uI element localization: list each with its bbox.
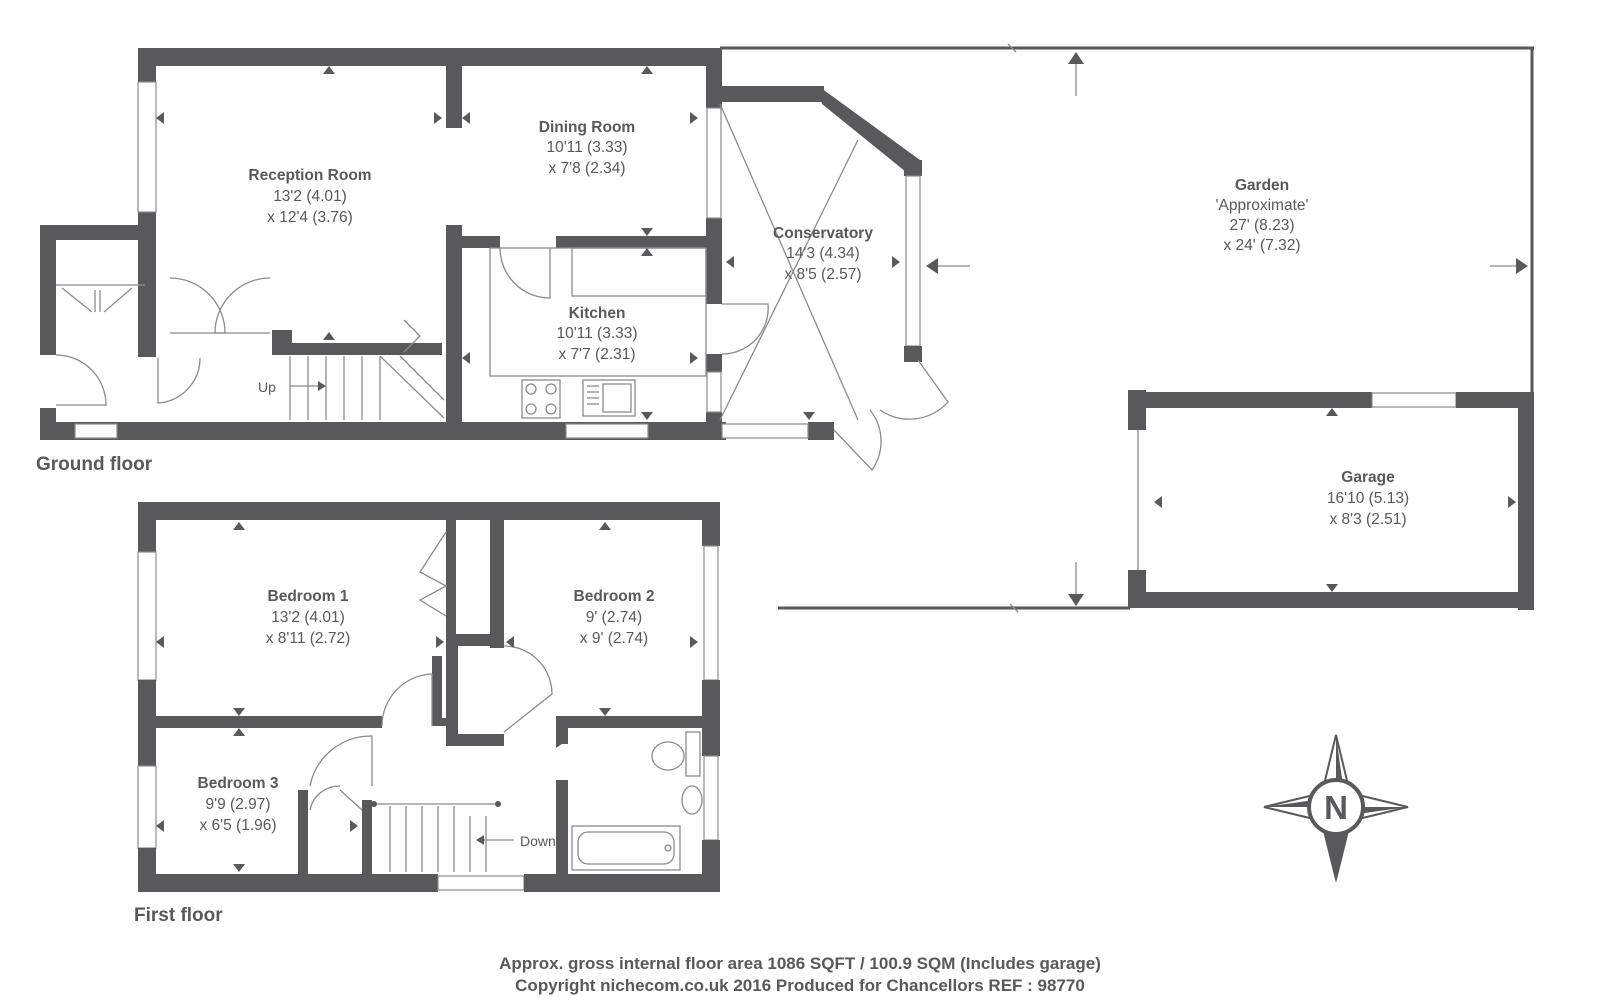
footer-copyright-line: Copyright nichecom.co.uk 2016 Produced f… bbox=[515, 976, 1085, 995]
conservatory-structure bbox=[719, 86, 949, 472]
reception-room-dim2: x 12'4 (3.76) bbox=[267, 209, 353, 226]
bedroom3-dim1: 9'9 (2.97) bbox=[206, 796, 271, 813]
garden-garage-plan bbox=[720, 43, 1534, 613]
reception-room-dim1: 13'2 (4.01) bbox=[273, 188, 347, 205]
kitchen-dim2: x 7'7 (2.31) bbox=[558, 346, 635, 363]
kitchen-name: Kitchen bbox=[569, 305, 626, 322]
conservatory-dim1: 14'3 (4.34) bbox=[786, 245, 860, 262]
garage-dim2: x 8'3 (2.51) bbox=[1329, 511, 1406, 528]
bedroom1-name: Bedroom 1 bbox=[268, 588, 349, 605]
garage-name: Garage bbox=[1341, 469, 1395, 486]
garden-note: 'Approximate' bbox=[1216, 197, 1309, 214]
bedroom2-dim2: x 9' (2.74) bbox=[580, 630, 648, 647]
bedroom1-dim1: 13'2 (4.01) bbox=[271, 609, 345, 626]
bedroom3-dim2: x 6'5 (1.96) bbox=[199, 817, 276, 834]
kitchen-dim1: 10'11 (3.33) bbox=[556, 325, 637, 342]
conservatory-name: Conservatory bbox=[773, 225, 873, 242]
stairs-down-label: Down bbox=[520, 833, 556, 849]
dining-room-dim1: 10'11 (3.33) bbox=[546, 139, 627, 156]
first-floor-plan bbox=[137, 502, 720, 892]
footer-area-line: Approx. gross internal floor area 1086 S… bbox=[499, 954, 1101, 973]
dining-room-name: Dining Room bbox=[539, 119, 635, 136]
reception-room-name: Reception Room bbox=[248, 167, 371, 184]
garden-dim1: 27' (8.23) bbox=[1230, 217, 1295, 234]
compass-letter: N bbox=[1324, 789, 1348, 826]
garden-dim2: x 24' (7.32) bbox=[1223, 237, 1300, 254]
ground-floor-plan bbox=[40, 48, 949, 472]
conservatory-dim2: x 8'5 (2.57) bbox=[784, 266, 861, 283]
bedroom2-name: Bedroom 2 bbox=[574, 588, 655, 605]
compass-rose-icon: N bbox=[1263, 734, 1409, 883]
ground-floor-label: Ground floor bbox=[36, 454, 153, 475]
garden-name: Garden bbox=[1235, 177, 1289, 194]
stairs-up-label: Up bbox=[258, 379, 276, 395]
ground-stairs bbox=[289, 319, 445, 420]
bedroom2-dim1: 9' (2.74) bbox=[586, 609, 642, 626]
dining-room-dim2: x 7'8 (2.34) bbox=[548, 160, 625, 177]
bedroom1-dim2: x 8'11 (2.72) bbox=[266, 630, 351, 647]
garage-dim1: 16'10 (5.13) bbox=[1327, 490, 1409, 507]
first-stairs bbox=[371, 801, 514, 872]
first-floor-label: First floor bbox=[134, 905, 223, 926]
bedroom3-name: Bedroom 3 bbox=[198, 775, 279, 792]
